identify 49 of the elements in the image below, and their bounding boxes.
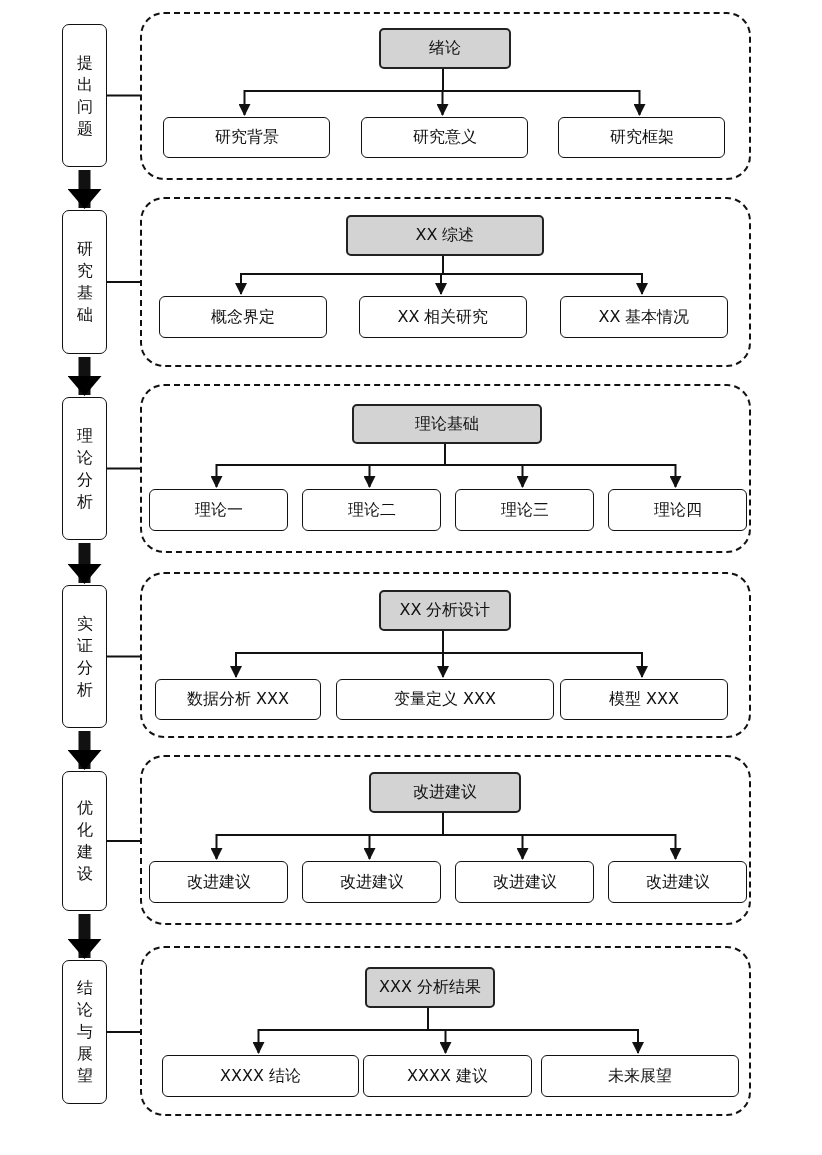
- connector-line: [106, 94, 141, 97]
- topic-box: 理论三: [455, 489, 594, 531]
- topic-box: 未来展望: [541, 1055, 739, 1097]
- stage-box: 研究基础: [62, 210, 107, 354]
- heading-box: 改进建议: [369, 772, 521, 813]
- topic-box: 概念界定: [159, 296, 327, 338]
- stage-box: 提出问题: [62, 24, 107, 167]
- dashed-group-frame: [140, 197, 751, 367]
- topic-box: 变量定义 XXX: [336, 679, 554, 720]
- topic-box: 研究背景: [163, 117, 330, 158]
- arrow: [67, 543, 102, 584]
- heading-box: XX 分析设计: [379, 590, 511, 631]
- heading-box: XXX 分析结果: [365, 967, 495, 1008]
- arrow: [67, 170, 102, 209]
- arrow: [67, 731, 102, 770]
- dashed-group-frame: [140, 946, 751, 1116]
- topic-box: 研究框架: [558, 117, 725, 158]
- dashed-group-frame: [140, 755, 751, 925]
- heading-box: XX 综述: [346, 215, 544, 256]
- topic-box: 理论二: [302, 489, 441, 531]
- heading-box: 理论基础: [352, 404, 542, 444]
- connector-line: [106, 1031, 141, 1033]
- dashed-group-frame: [140, 12, 751, 180]
- dashed-group-frame: [140, 384, 751, 553]
- connector-line: [106, 840, 141, 842]
- stage-box: 结论与展望: [62, 960, 107, 1104]
- connector-line: [106, 467, 141, 470]
- topic-box: 模型 XXX: [560, 679, 728, 720]
- dashed-group-frame: [140, 572, 751, 738]
- heading-box: 绪论: [379, 28, 511, 69]
- topic-box: XX 基本情况: [560, 296, 728, 338]
- stage-box: 理论分析: [62, 397, 107, 540]
- topic-box: 改进建议: [149, 861, 288, 903]
- topic-box: XXXX 结论: [162, 1055, 359, 1097]
- topic-box: 改进建议: [455, 861, 594, 903]
- topic-box: 改进建议: [608, 861, 747, 903]
- connector-line: [106, 655, 141, 658]
- topic-box: 研究意义: [361, 117, 528, 158]
- stage-box: 实证分析: [62, 585, 107, 728]
- arrow: [67, 357, 102, 396]
- topic-box: XXXX 建议: [363, 1055, 532, 1097]
- topic-box: 数据分析 XXX: [155, 679, 321, 720]
- arrow: [67, 914, 102, 959]
- topic-box: XX 相关研究: [359, 296, 527, 338]
- topic-box: 理论四: [608, 489, 747, 531]
- stage-box: 优化建设: [62, 771, 107, 911]
- topic-box: 改进建议: [302, 861, 441, 903]
- topic-box: 理论一: [149, 489, 288, 531]
- connector-line: [106, 281, 141, 283]
